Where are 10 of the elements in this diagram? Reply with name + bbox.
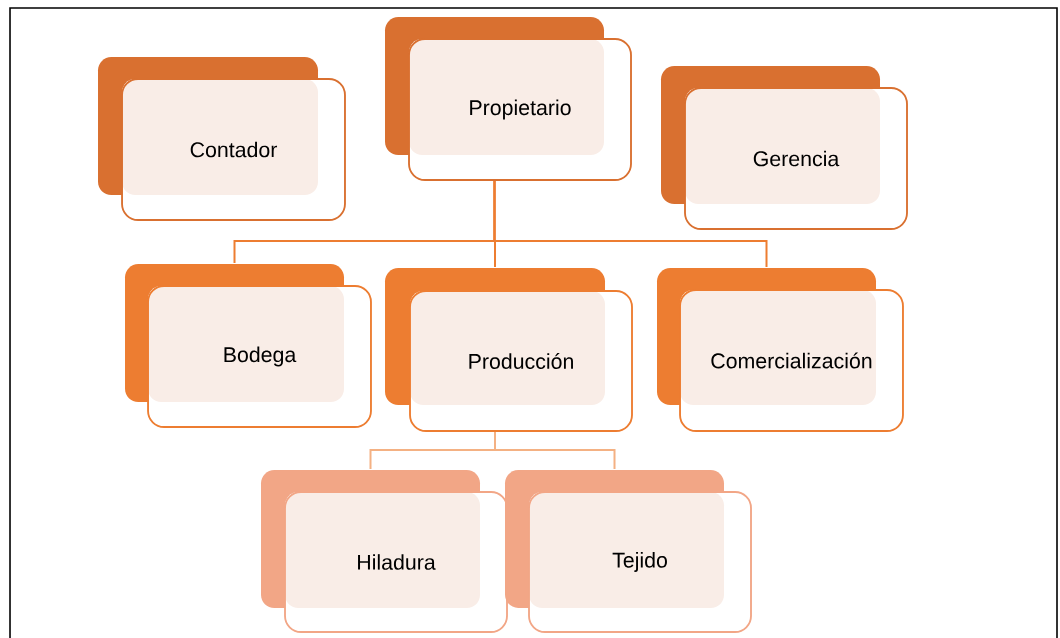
org-box: Propietario [385,17,632,181]
org-box: Tejido [505,470,752,633]
org-box: Bodega [125,264,372,428]
connector-line [494,430,616,471]
org-box: Contador [98,57,346,221]
org-box: Comercialización [657,268,904,432]
connector-line [493,179,768,269]
org-box: Hiladura [261,470,508,633]
org-box: Producción [385,268,633,432]
org-box: Gerencia [661,66,908,230]
